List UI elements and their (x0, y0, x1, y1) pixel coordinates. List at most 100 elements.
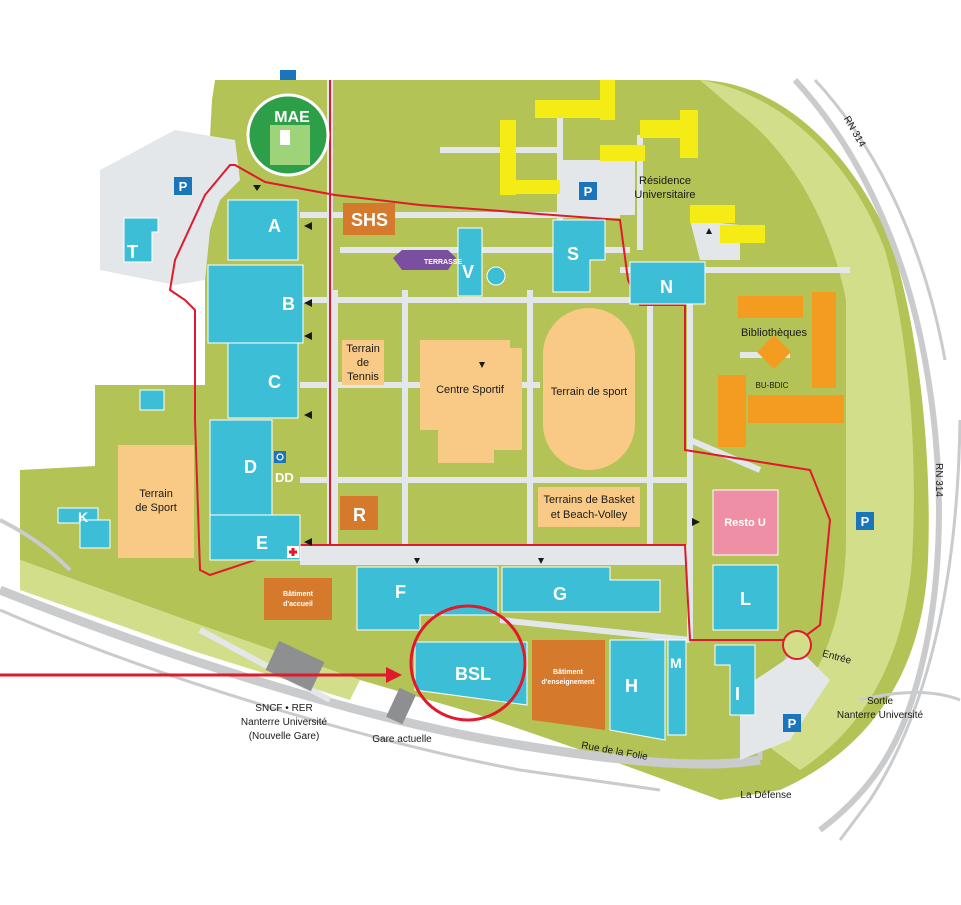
terrain-sport-center[interactable] (543, 308, 635, 470)
arrow-marker-icon (253, 185, 712, 564)
building-f[interactable] (356, 566, 499, 631)
label-bu-bdic: BU-BDIC (756, 381, 789, 390)
batiment-enseignement[interactable] (532, 640, 605, 730)
centre-sportif[interactable] (420, 340, 522, 463)
label-i: I (735, 684, 740, 704)
building-r[interactable] (340, 496, 378, 530)
building-d-block[interactable] (209, 419, 273, 516)
label-sortie-1: Sortie (867, 696, 894, 707)
label-terrain-sport-left-1: Terrain (139, 488, 173, 500)
bibliotheques-buildings[interactable] (718, 292, 844, 447)
building-n[interactable] (629, 261, 706, 305)
building-a-block[interactable] (227, 199, 299, 261)
svg-text:P: P (584, 184, 593, 199)
label-basket-1: Terrains de Basket (543, 494, 634, 506)
terrains-basket[interactable] (538, 487, 640, 527)
label-b: B (282, 294, 295, 314)
label-m: M (670, 655, 682, 671)
label-gare-actuelle: Gare actuelle (372, 734, 432, 745)
parking-icons: P P P P (174, 70, 874, 732)
parking-icon: P (174, 177, 192, 195)
label-e: E (256, 533, 268, 553)
label-t: T (127, 242, 138, 262)
place-labels: TERRASSE Terrain de Tennis Centre Sporti… (135, 114, 944, 801)
building-shs[interactable] (343, 203, 395, 235)
building-t[interactable] (123, 217, 159, 263)
label-accueil-1: Bâtiment (283, 591, 314, 598)
batiment-accueil[interactable] (264, 578, 332, 620)
label-shs: SHS (351, 210, 388, 230)
building-h[interactable] (609, 639, 666, 741)
blue-buildings (57, 199, 779, 741)
label-g: G (553, 584, 567, 604)
label-resto: Resto U (724, 517, 766, 529)
terrasse-badge (393, 250, 456, 270)
label-v: V (462, 262, 474, 282)
building-b-block[interactable] (207, 264, 304, 344)
label-c: C (268, 372, 281, 392)
building-l[interactable] (712, 564, 779, 631)
label-la-defense: La Défense (740, 790, 792, 801)
building-letters: T A B C D DD E K V S N F G BSL H M L I S… (78, 210, 751, 704)
building-i[interactable] (714, 644, 756, 716)
label-a: A (268, 216, 281, 236)
building-mae[interactable]: MAE (246, 93, 330, 177)
label-dd: DD (275, 470, 294, 485)
label-tennis-2: de (357, 357, 369, 369)
label-rn314-right: RN 314 (933, 463, 944, 497)
building-m[interactable] (667, 639, 687, 736)
label-centre-sportif: Centre Sportif (436, 384, 505, 396)
gare-actuelle-icon (386, 687, 416, 725)
first-aid-icon (287, 546, 299, 558)
mae-label: MAE (274, 109, 310, 126)
svg-text:P: P (788, 716, 797, 731)
parking-icon (280, 70, 296, 80)
label-r: R (353, 505, 366, 525)
building-s[interactable] (552, 219, 606, 293)
label-basket-2: et Beach-Volley (551, 509, 628, 521)
parking-icon: P (856, 512, 874, 530)
location-pointer-arrow (0, 667, 402, 683)
label-enseignement-2: d'enseignement (541, 679, 595, 686)
building-bsl[interactable] (414, 641, 528, 706)
label-f: F (395, 582, 406, 602)
label-tennis-3: Tennis (347, 371, 379, 383)
building-v[interactable] (457, 227, 483, 297)
brown-buildings (264, 203, 605, 730)
label-residence-1: Résidence (639, 175, 691, 187)
parking-icon: P (579, 182, 597, 200)
roundabout (782, 630, 812, 660)
label-k: K (78, 509, 88, 525)
sncf-station-icon (265, 640, 325, 692)
label-s: S (567, 244, 579, 264)
label-h: H (625, 676, 638, 696)
accessibility-icon (274, 451, 286, 463)
label-l: L (740, 589, 751, 609)
label-terrain-sport-center: Terrain de sport (551, 386, 627, 398)
label-terrain-sport-left-2: de Sport (135, 502, 177, 514)
label-tennis-1: Terrain (346, 343, 380, 355)
resto-u[interactable] (712, 489, 779, 556)
label-accueil-2: d'accueil (283, 601, 313, 608)
building-g[interactable] (501, 566, 661, 613)
terrain-sport-left[interactable] (118, 445, 194, 558)
label-sncf-3: (Nouvelle Gare) (249, 731, 320, 742)
label-sncf-1: SNCF • RER (255, 703, 312, 714)
label-d: D (244, 457, 257, 477)
label-terrasse: TERRASSE (424, 259, 462, 266)
label-enseignement-1: Bâtiment (553, 669, 584, 676)
building-k[interactable] (57, 507, 99, 524)
label-bibliotheques: Bibliothèques (741, 327, 808, 339)
label-bsl: BSL (455, 664, 491, 684)
highlight-circle (409, 604, 527, 722)
parking-icon: P (783, 714, 801, 732)
svg-text:P: P (179, 179, 188, 194)
svg-text:P: P (861, 514, 870, 529)
building-c-block[interactable] (227, 342, 299, 419)
label-sortie-2: Nanterre Université (837, 710, 924, 721)
label-n: N (660, 277, 673, 297)
label-residence-2: Universitaire (634, 189, 695, 201)
terrain-tennis[interactable] (342, 340, 384, 385)
building-e-block[interactable] (209, 514, 301, 561)
